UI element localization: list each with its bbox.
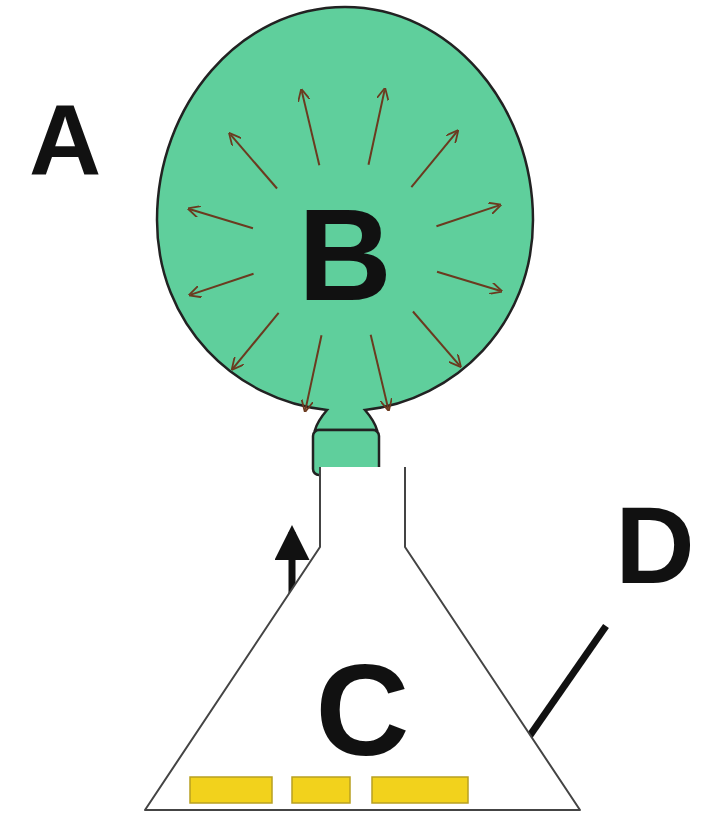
pressure-ray: [411, 132, 456, 187]
part-letter: B: [298, 190, 392, 320]
tablet: [372, 777, 468, 803]
part-letter: A: [29, 90, 101, 190]
pressure-ray: [305, 335, 321, 410]
pressure-ray: [191, 274, 254, 295]
part-letter: C: [316, 645, 410, 775]
label-holder: D: [615, 490, 694, 600]
part-letter: D: [615, 490, 694, 600]
pressure-ray: [233, 313, 278, 368]
pressure-ray: [302, 91, 320, 165]
pressure-ray: [371, 335, 389, 409]
pressure-ray: [413, 311, 460, 365]
flask-shape: C: [140, 465, 585, 817]
label-holder: A: [29, 90, 101, 190]
pressure-ray: [437, 272, 500, 291]
tablet: [190, 777, 272, 803]
pressure-ray: [369, 90, 385, 165]
flask-glass: [145, 467, 580, 810]
balloon-body: [157, 7, 533, 430]
tablet: [292, 777, 350, 803]
pressure-ray: [231, 135, 278, 189]
pressure-ray: [190, 209, 253, 228]
pressure-ray: [436, 205, 499, 226]
balloon-shape: B: [155, 5, 535, 475]
